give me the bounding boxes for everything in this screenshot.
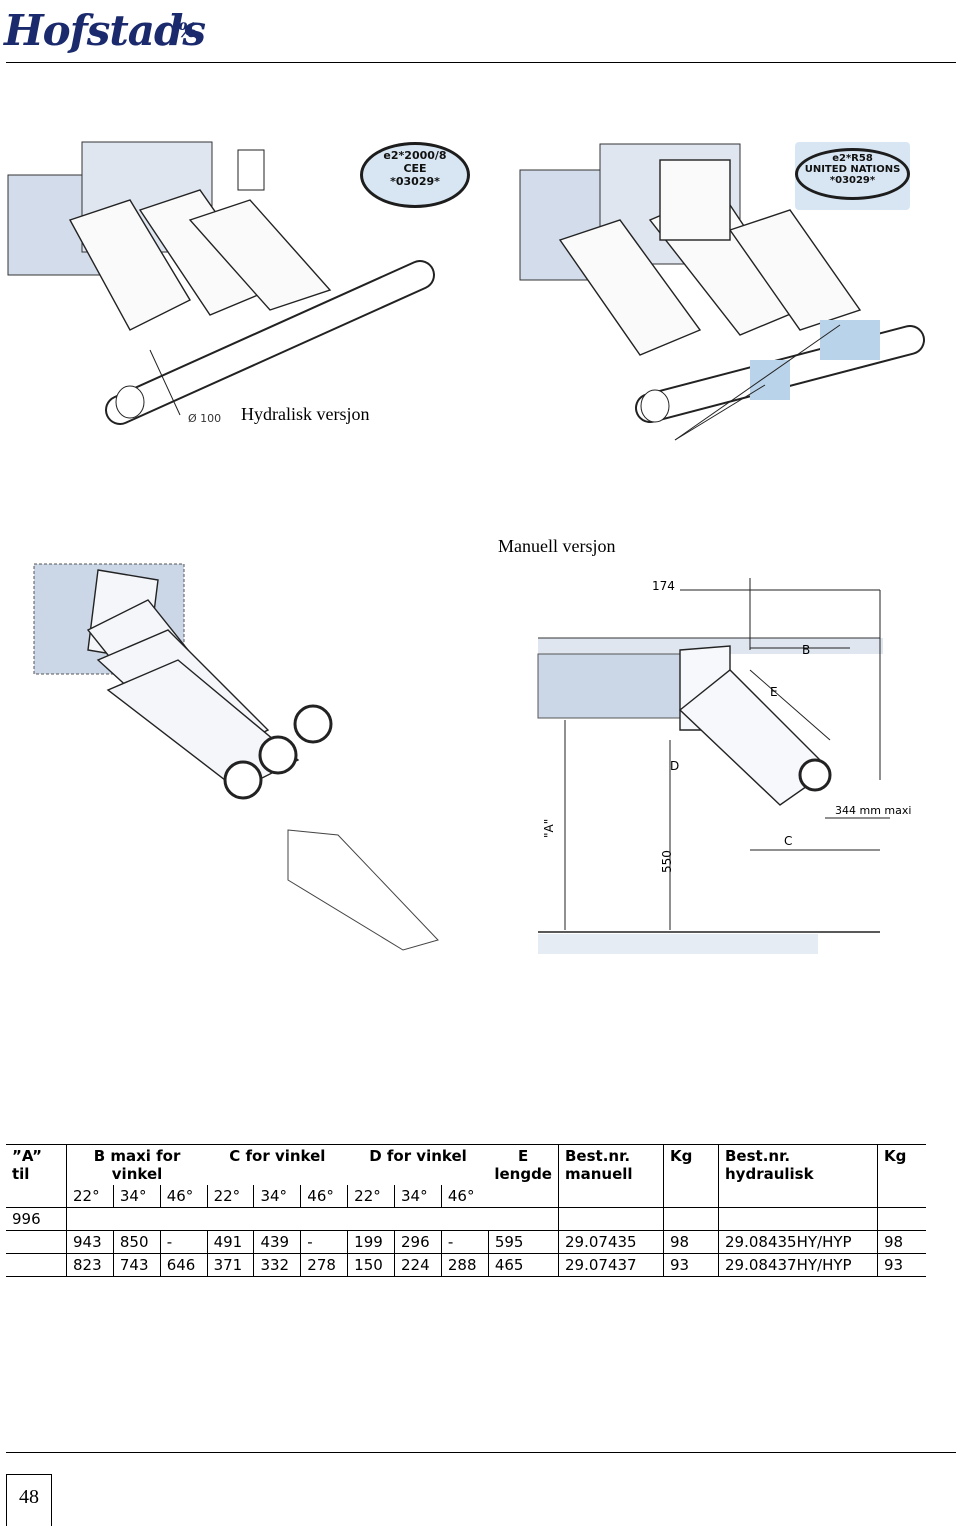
page-number: 48 [6, 1474, 52, 1526]
dim-550: 550 [660, 850, 674, 873]
table-row: 943 850 - 491 439 - 199 296 - 595 29.074… [6, 1230, 926, 1254]
table-cell: 491 [206, 1230, 254, 1254]
table-cell: 288 [440, 1253, 489, 1277]
angle-cell: 22° [206, 1185, 254, 1208]
angle-cell: 46° [440, 1185, 489, 1208]
table-cell: 29.07435 [558, 1230, 664, 1254]
header-d: D for vinkel [347, 1144, 489, 1185]
header-a: ”A”til [6, 1144, 67, 1185]
table-cell: 98 [663, 1230, 719, 1254]
brand-mark: % [178, 18, 198, 42]
dim-b: B [802, 643, 810, 657]
table-row: 823 743 646 371 332 278 150 224 288 465 … [6, 1253, 926, 1277]
angle-positions-drawing [33, 563, 439, 951]
caption-hydraulic: Hydralisk versjon [241, 404, 370, 424]
header-kg-1: Kg [663, 1144, 719, 1185]
table-cell: 943 [66, 1230, 114, 1254]
header-rule [6, 62, 956, 63]
table-cell: 439 [253, 1230, 301, 1254]
table-cell: 224 [394, 1253, 442, 1277]
table-cell: 29.08437HY/HYP [718, 1253, 878, 1277]
angle-cell: 22° [347, 1185, 395, 1208]
table-cell: 595 [487, 1230, 559, 1254]
table-cell: 29.08435HY/HYP [718, 1230, 878, 1254]
dim-a: "A" [542, 819, 556, 838]
angle-cell: 34° [394, 1185, 442, 1208]
angle-cell: 46° [159, 1185, 208, 1208]
table-cell: - [300, 1230, 348, 1254]
table-cell: 150 [347, 1253, 395, 1277]
dim-344: 344 mm maxi [835, 804, 911, 817]
dim-174: 174 [652, 579, 675, 593]
group-row: 996 [6, 1207, 926, 1231]
dim-d: D [670, 759, 679, 773]
dim-e: E [770, 685, 778, 699]
table-cell: 332 [253, 1253, 301, 1277]
dim-c: C [784, 834, 792, 848]
table-cell: 93 [663, 1253, 719, 1277]
header-c: C for vinkel [207, 1144, 348, 1185]
angle-cell: 34° [253, 1185, 301, 1208]
table-cell: 465 [487, 1253, 559, 1277]
diameter-label: Ø 100 [188, 412, 221, 425]
angle-cell: 22° [66, 1185, 114, 1208]
table-cell: 371 [206, 1253, 254, 1277]
hydraulic-drawing: Ø 100 [7, 141, 435, 425]
header-best-hydraulisk: Best.nr.hydraulisk [718, 1144, 878, 1185]
table-cell: 29.07437 [558, 1253, 664, 1277]
table-cell: 93 [877, 1253, 926, 1277]
table-cell: 278 [300, 1253, 348, 1277]
table-cell: 98 [877, 1230, 926, 1254]
table-cell: 296 [394, 1230, 442, 1254]
footer-rule [6, 1452, 956, 1453]
table-cell: 850 [112, 1230, 161, 1254]
table-cell: 823 [66, 1253, 114, 1277]
brand-logo: Hofstads [4, 6, 206, 55]
table-cell: - [159, 1230, 208, 1254]
stamp-cee: e2*2000/8 CEE *03029* [360, 142, 470, 208]
table-cell: - [440, 1230, 489, 1254]
header-best-manuell: Best.nr.manuell [558, 1144, 664, 1185]
table-cell: 743 [112, 1253, 161, 1277]
table-cell: 199 [347, 1230, 395, 1254]
angle-cell: 34° [112, 1185, 161, 1208]
table-cell: 646 [159, 1253, 208, 1277]
caption-manual: Manuell versjon [498, 536, 616, 556]
header-kg-2: Kg [877, 1144, 926, 1185]
group-label: 996 [6, 1207, 67, 1231]
dimension-drawing: 174 B E D C "A" 550 344 mm maxi [537, 578, 911, 954]
manual-drawing-top [519, 143, 925, 441]
angle-cell: 46° [300, 1185, 348, 1208]
angle-row: 22° 34° 46° 22° 34° 46° 22° 34° 46° [6, 1185, 926, 1208]
stamp-un: e2*R58 UNITED NATIONS *03029* [795, 142, 910, 210]
